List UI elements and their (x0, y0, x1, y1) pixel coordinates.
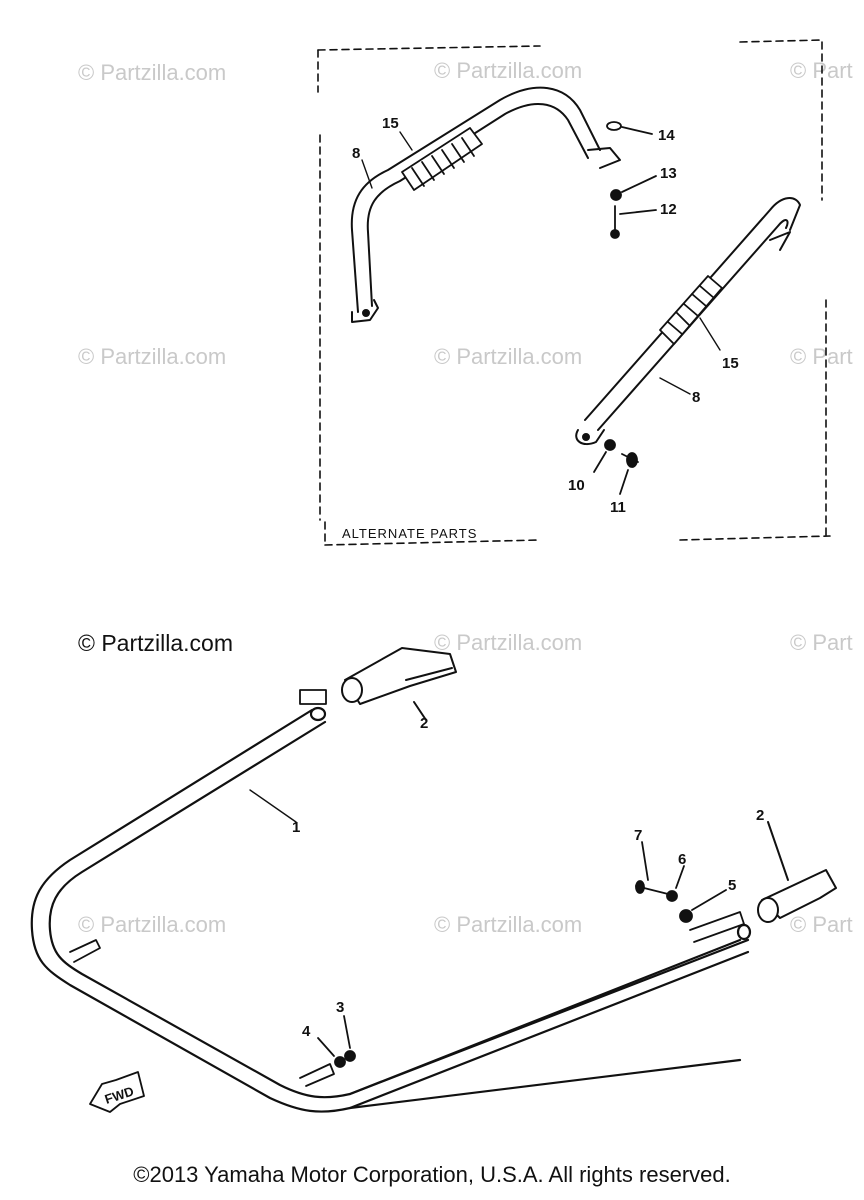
part-8-bar (575, 197, 801, 446)
callout-7: 7 (634, 827, 642, 844)
watermark: © Part (790, 630, 853, 655)
callout-3: 3 (336, 999, 344, 1016)
watermark-bold: © Partzilla.com (78, 630, 233, 656)
callout-1: 1 (292, 819, 300, 836)
callout-15: 15 (722, 355, 739, 372)
part-3-washer (343, 1015, 356, 1062)
callout-8: 8 (692, 389, 700, 406)
alternate-parts-label: ALTERNATE PARTS (342, 526, 477, 541)
callout-5: 5 (728, 877, 736, 894)
callout-14: 14 (658, 127, 675, 144)
callout-11: 11 (610, 499, 626, 516)
copyright-notice: ©2013 Yamaha Motor Corporation, U.S.A. A… (133, 1162, 731, 1187)
callout-6: 6 (678, 851, 686, 868)
watermark: © Part (790, 912, 853, 937)
watermark: © Partzilla.com (78, 912, 227, 937)
part-6-washer (666, 865, 685, 902)
part-12-bolt (610, 205, 657, 239)
part-2-bracket (757, 821, 837, 923)
leader (699, 317, 721, 351)
part-4-washer (317, 1037, 346, 1068)
watermark: © Partzilla.com (78, 60, 227, 85)
leader (659, 377, 691, 395)
callout-2: 2 (420, 715, 428, 732)
alternate-parts-box (317, 39, 831, 546)
leader (399, 131, 413, 151)
watermark: © Partzilla.com (434, 912, 583, 937)
callouts: 15 8 14 13 12 15 8 10 11 2 1 2 7 6 5 3 4 (292, 115, 764, 1040)
part-16-grip (401, 127, 483, 191)
fwd-arrow (89, 1071, 145, 1113)
part-2-bracket (341, 647, 457, 721)
callout-16: 15 (382, 115, 399, 132)
part-5-washer (679, 889, 727, 923)
callout-2: 2 (756, 807, 764, 824)
part-15-grip (659, 275, 723, 345)
part-10-washer (593, 439, 616, 473)
watermark: © Part (790, 344, 853, 369)
leader (249, 789, 297, 823)
part-7-bolt (635, 841, 669, 895)
frame-pin (69, 689, 745, 1087)
watermark: © Partzilla.com (434, 630, 583, 655)
callout-12: 12 (660, 201, 677, 218)
watermark: © Partzilla.com (78, 344, 227, 369)
part-1-frame (30, 706, 750, 1113)
callout-13: 13 (660, 165, 677, 182)
callout-9: 8 (352, 145, 360, 162)
watermark: © Partzilla.com (434, 344, 583, 369)
part-13-washer (610, 175, 657, 201)
part-1-frame-end (348, 923, 752, 1110)
part-14-washer (606, 121, 653, 135)
callout-10: 10 (568, 477, 585, 494)
watermark: © Partzilla.com (434, 58, 583, 83)
part-11-bolt (619, 452, 639, 495)
leader (361, 159, 373, 189)
callout-4: 4 (302, 1023, 311, 1040)
